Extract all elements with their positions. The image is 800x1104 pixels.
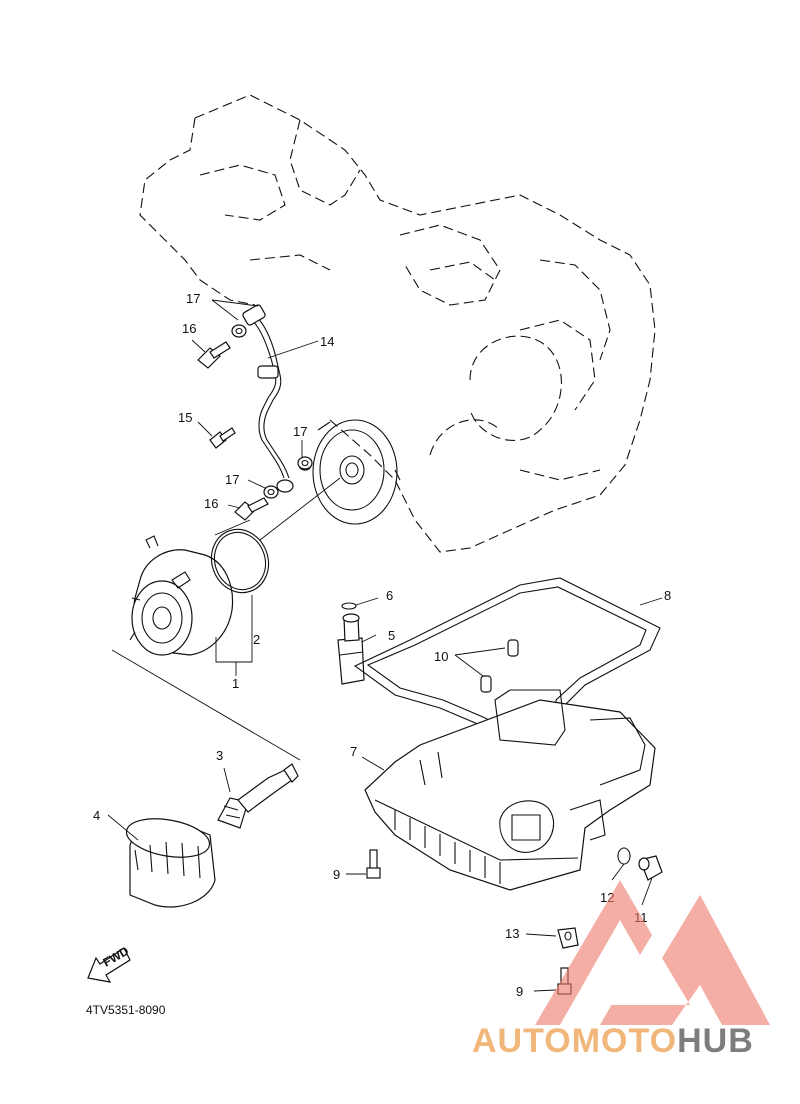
bolt-9-upper [366, 849, 381, 879]
oil-filter-4 [125, 818, 216, 908]
gasket-12 [617, 847, 631, 865]
callout-10: 10 [434, 649, 448, 664]
callout-14: 14 [320, 334, 334, 349]
assembly-guide-lines [111, 477, 341, 761]
watermark-part-auto: AUTO [472, 1022, 572, 1060]
callout-8: 8 [664, 588, 671, 603]
relief-valve-5 [337, 613, 365, 685]
union-bolt-3 [217, 763, 299, 829]
drain-bolt-11 [638, 855, 663, 881]
callout-17-lower: 17 [225, 472, 239, 487]
callout-7: 7 [350, 744, 357, 759]
callout-3: 3 [216, 748, 223, 763]
part-code: 4TV5351-8090 [86, 1003, 166, 1017]
bolt-15 [209, 427, 236, 449]
callout-13: 13 [505, 926, 519, 941]
callout-2: 2 [253, 632, 260, 647]
callout-17-right: 17 [293, 424, 307, 439]
callout-6: 6 [386, 588, 393, 603]
o-ring-2 [210, 528, 270, 594]
union-bolt-16-upper [197, 341, 231, 369]
union-bolt-16-lower [234, 497, 269, 521]
callout-9-upper: 9 [333, 867, 340, 882]
clamp-13 [557, 927, 579, 949]
oil-cooler-1 [129, 535, 234, 656]
leader-lines [107, 299, 663, 992]
callout-16-lower: 16 [204, 496, 218, 511]
callout-15: 15 [178, 410, 192, 425]
dowel-pins-10 [480, 639, 519, 693]
callout-9-lower: 9 [516, 984, 523, 999]
watermark-logo [535, 880, 770, 1025]
callout-1: 1 [232, 676, 239, 691]
watermark-wordmark: AUTOMOTOHUB [472, 1022, 754, 1061]
engine-side-cover [312, 419, 401, 525]
watermark-part-moto: MOTO [571, 1022, 678, 1060]
clip-6 [341, 602, 357, 610]
forward-arrow-icon: FWD [87, 944, 131, 983]
callout-labels: 17 16 14 15 17 17 16 2 1 6 5 8 10 7 3 4 … [93, 291, 671, 999]
callout-16-top: 16 [182, 321, 196, 336]
oil-pipe-14 [242, 304, 312, 493]
engine-block-outline [139, 94, 656, 553]
callout-17-top: 17 [186, 291, 200, 306]
oil-pan-7 [364, 689, 656, 891]
watermark-part-hub: HUB [677, 1022, 754, 1060]
washers-17 [231, 324, 313, 499]
callout-5: 5 [388, 628, 395, 643]
callout-4: 4 [93, 808, 100, 823]
